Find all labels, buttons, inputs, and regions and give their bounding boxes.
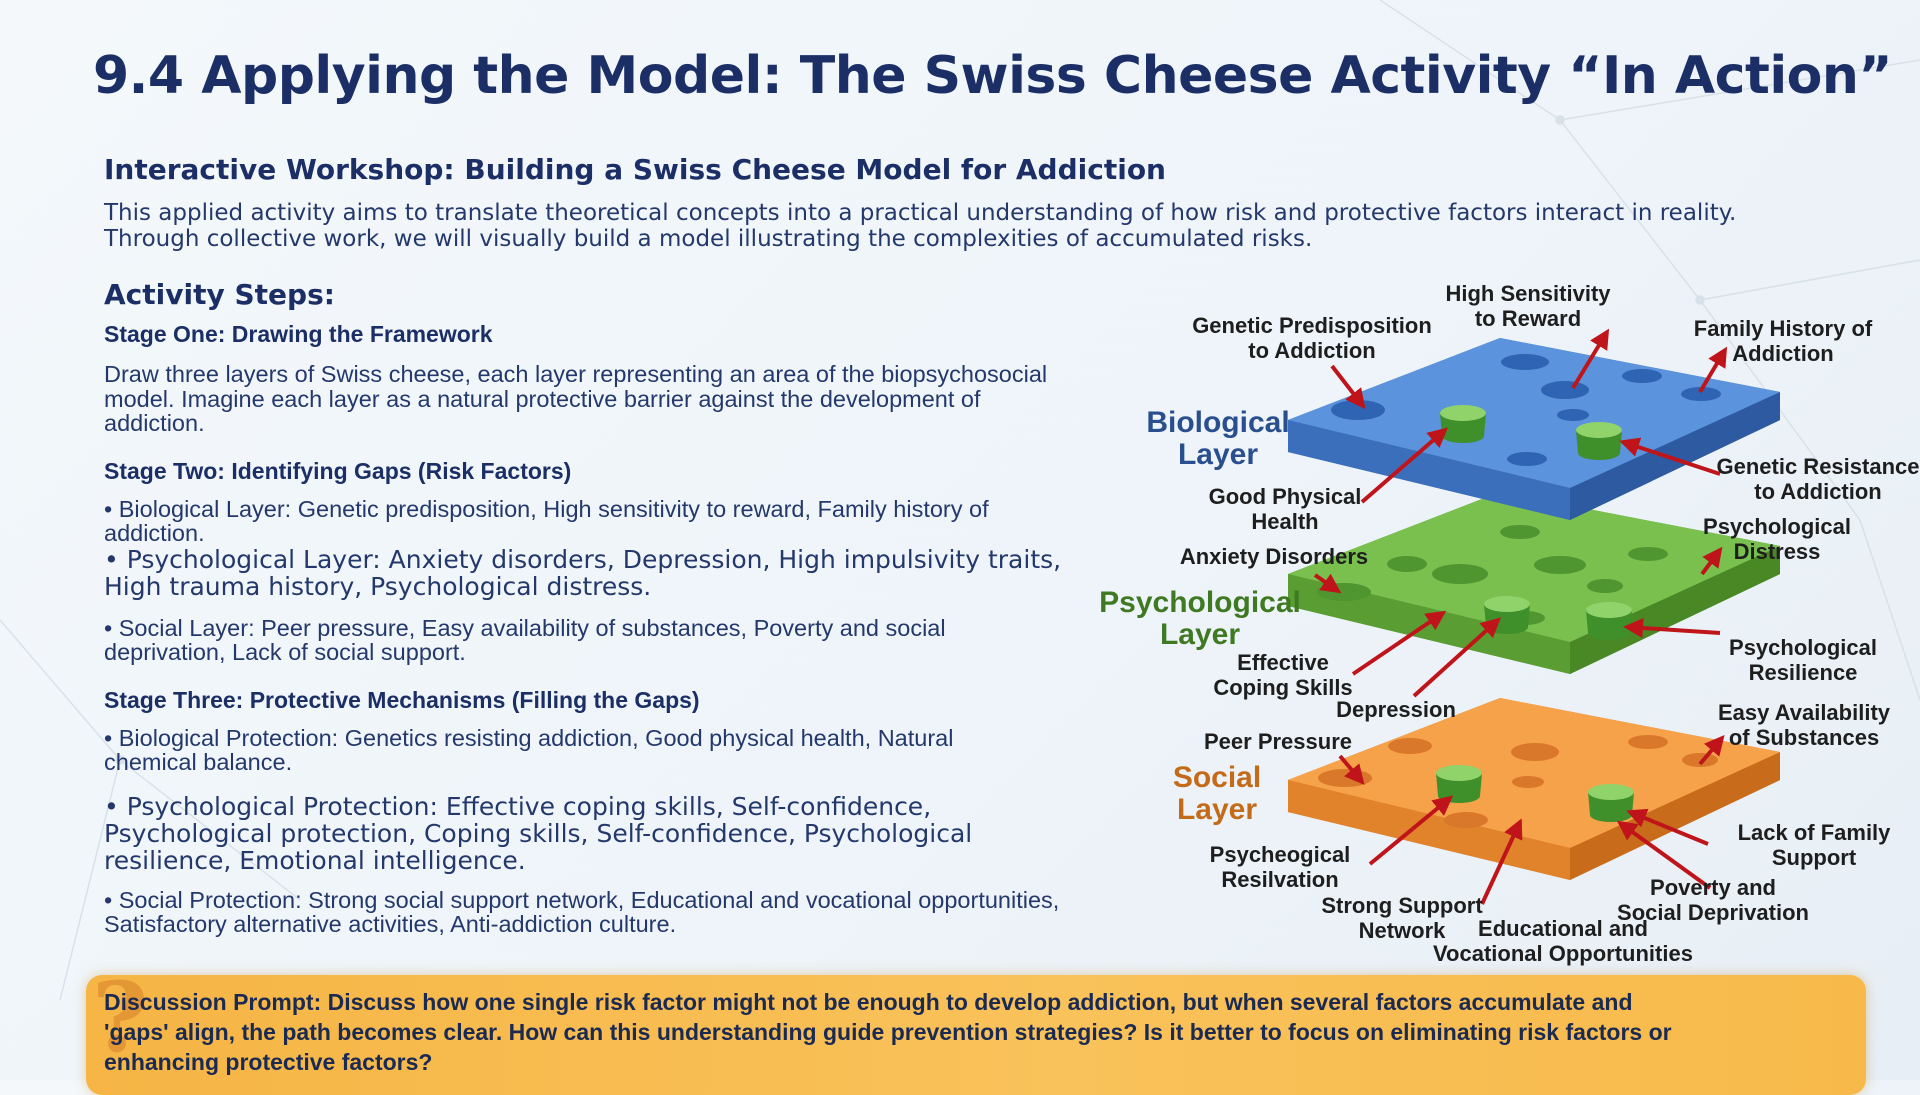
biological-layer — [1288, 338, 1780, 520]
arrow — [1619, 437, 1721, 476]
label-psychological-resilience: Psychological — [1729, 635, 1877, 660]
stage-three-bio: • Biological Protection: Genetics resist… — [104, 724, 1044, 775]
plug — [1440, 405, 1486, 443]
list-item: • Psychological Protection: Effective co… — [104, 791, 973, 875]
stage-three-social: • Social Protection: Strong social suppo… — [104, 886, 1064, 937]
list-item: • Social Protection: Strong social suppo… — [104, 886, 1060, 937]
label-peer-pressure: Peer Pressure — [1204, 729, 1352, 754]
list-item: • Social Layer: Peer pressure, Easy avai… — [104, 614, 946, 665]
biological-layer-title: Biological — [1146, 406, 1289, 439]
arrow — [1616, 820, 1712, 890]
psychological-layer-subtitle: Layer — [1160, 618, 1240, 651]
arrow — [1412, 617, 1501, 698]
label-psycheogical-line2: Resilvation — [1221, 867, 1338, 892]
label-educational-line2: Vocational Opportunities — [1433, 941, 1693, 966]
label-effective-coping-line2: Coping Skills — [1213, 675, 1352, 700]
intro-line: Through collective work, we will visuall… — [104, 226, 1313, 252]
intro-paragraph: This applied activity aims to translate … — [104, 200, 1824, 252]
swiss-cheese-diagram: Biological Layer Psychological Layer Soc… — [1100, 281, 1920, 966]
arrow — [1571, 328, 1610, 390]
arrow — [1480, 818, 1523, 905]
social-layer-subtitle: Layer — [1177, 793, 1257, 826]
plug — [1436, 765, 1482, 803]
label-genetic-resistance: Genetic Resistance — [1717, 454, 1920, 479]
label-lack-of-family-support: Lack of Family — [1738, 820, 1892, 845]
list-item: • Biological Layer: Genetic predispositi… — [104, 495, 989, 546]
arrow — [1623, 618, 1721, 639]
stage-three-psych: • Psychological Protection: Effective co… — [104, 793, 1064, 874]
psychological-layer-title: Psychological — [1100, 586, 1301, 619]
arrow — [1368, 795, 1454, 866]
label-good-physical-health: Good Physical — [1209, 484, 1362, 509]
label-strong-support: Strong Support — [1321, 893, 1483, 918]
stage-one-title: Stage One: Drawing the Framework — [104, 321, 493, 347]
plug — [1586, 602, 1632, 640]
list-item: • Biological Protection: Genetics resist… — [104, 724, 954, 775]
arrow — [1626, 808, 1709, 846]
arrow — [1698, 734, 1725, 766]
label-high-sensitivity: High Sensitivity — [1445, 281, 1611, 306]
question-mark-icon: ? — [92, 961, 149, 1074]
factor-arrows — [1313, 328, 1728, 905]
protective-plugs — [1436, 405, 1634, 822]
plug — [1576, 422, 1622, 460]
label-educational: Educational and — [1478, 916, 1648, 941]
stage-two-psych: • Psychological Layer: Anxiety disorders… — [104, 546, 1084, 600]
list-item: • Psychological Layer: Anxiety disorders… — [104, 544, 1062, 601]
label-easy-availability: Easy Availability — [1718, 700, 1891, 725]
label-family-history: Family History of — [1694, 316, 1873, 341]
discussion-prompt: ? Discussion Prompt: Discuss how one sin… — [86, 961, 1866, 1095]
arrow — [1330, 364, 1366, 410]
arrow — [1700, 546, 1723, 576]
stage-three-title: Stage Three: Protective Mechanisms (Fill… — [104, 686, 700, 713]
arrow — [1351, 610, 1447, 676]
arrow — [1698, 346, 1728, 394]
label-genetic-predisposition-line2: to Addiction — [1248, 338, 1376, 363]
label-genetic-resistance-line2: to Addiction — [1754, 479, 1882, 504]
arrow — [1313, 573, 1342, 594]
arrow — [1360, 427, 1449, 504]
social-layer-title: Social — [1173, 761, 1261, 794]
workshop-subtitle: Interactive Workshop: Building a Swiss C… — [104, 153, 1166, 186]
stage-two-title: Stage Two: Identifying Gaps (Risk Factor… — [104, 457, 572, 484]
activity-steps: Activity Steps: Stage One: Drawing the F… — [104, 278, 1104, 937]
page-title: 9.4 Applying the Model: The Swiss Cheese… — [93, 46, 1893, 106]
stage-one-text: Draw three layers of Swiss cheese, each … — [104, 361, 1048, 436]
label-high-sensitivity-line2: to Reward — [1475, 306, 1581, 331]
plug — [1588, 784, 1634, 822]
discussion-prompt-text: Discussion Prompt: Discuss how one singl… — [104, 989, 1672, 1075]
label-family-history-line2: Addiction — [1732, 341, 1833, 366]
label-psychological-distress: Psychological — [1703, 514, 1851, 539]
steps-heading: Activity Steps: — [104, 278, 335, 311]
intro-line: This applied activity aims to translate … — [104, 200, 1737, 226]
label-strong-support-line2: Network — [1359, 918, 1447, 943]
label-depression: Depression — [1336, 697, 1456, 722]
label-genetic-predisposition: Genetic Predisposition — [1192, 313, 1432, 338]
label-psychological-distress-line2: Distress — [1734, 539, 1821, 564]
label-poverty: Poverty and — [1650, 875, 1776, 900]
label-effective-coping: Effective — [1237, 650, 1329, 675]
label-good-physical-health-line2: Health — [1251, 509, 1318, 534]
social-layer — [1288, 698, 1780, 880]
arrow — [1338, 754, 1365, 786]
label-psychological-resilience-line2: Resilience — [1749, 660, 1858, 685]
label-easy-availability-line2: of Substances — [1729, 725, 1879, 750]
label-poverty-line2: Social Deprivation — [1617, 900, 1809, 925]
label-anxiety-disorders: Anxiety Disorders — [1180, 544, 1368, 569]
biological-layer-subtitle: Layer — [1178, 438, 1258, 471]
stage-two-social: • Social Layer: Peer pressure, Easy avai… — [104, 614, 1064, 665]
stage-two-bio: • Biological Layer: Genetic predispositi… — [104, 495, 1044, 546]
label-lack-of-family-support-line2: Support — [1772, 845, 1857, 870]
label-psycheogical: Psycheogical — [1210, 842, 1351, 867]
